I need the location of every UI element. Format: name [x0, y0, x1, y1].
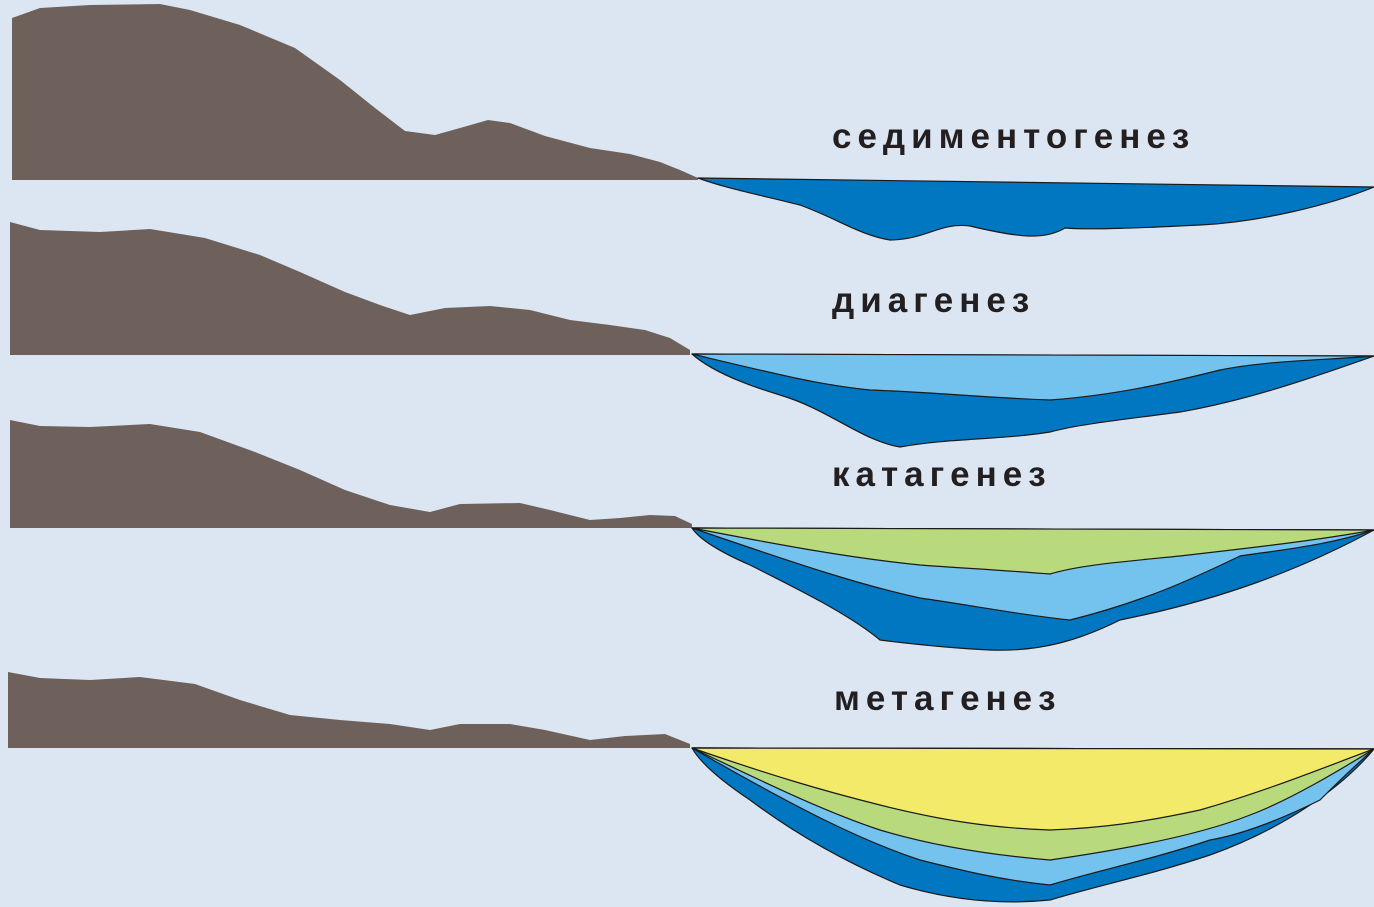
basin-layer-green-3: [691, 527, 1374, 575]
land-profile-3: [10, 420, 692, 528]
stage-metagenesis: метагенез: [8, 672, 1374, 903]
land-profile-2: [10, 222, 690, 355]
stage-label-sedimentogenesis: седиментогенез: [832, 117, 1195, 156]
basin-layer-yellow-4: [691, 747, 1374, 831]
stage-label-diagenesis: диагенез: [832, 281, 1035, 320]
land-profile-1: [12, 4, 698, 180]
stage-diagenesis: диагенез: [10, 222, 1374, 448]
basin-layer-light-blue-2: [691, 353, 1374, 401]
land-profile-4: [8, 672, 690, 748]
stage-catagenesis: катагенез: [10, 420, 1374, 651]
stage-label-metagenesis: метагенез: [834, 679, 1062, 718]
basin-layer-dark-blue-1: [697, 177, 1374, 241]
stage-sedimentogenesis: седиментогенез: [12, 4, 1374, 241]
stage-label-catagenesis: катагенез: [832, 455, 1052, 494]
